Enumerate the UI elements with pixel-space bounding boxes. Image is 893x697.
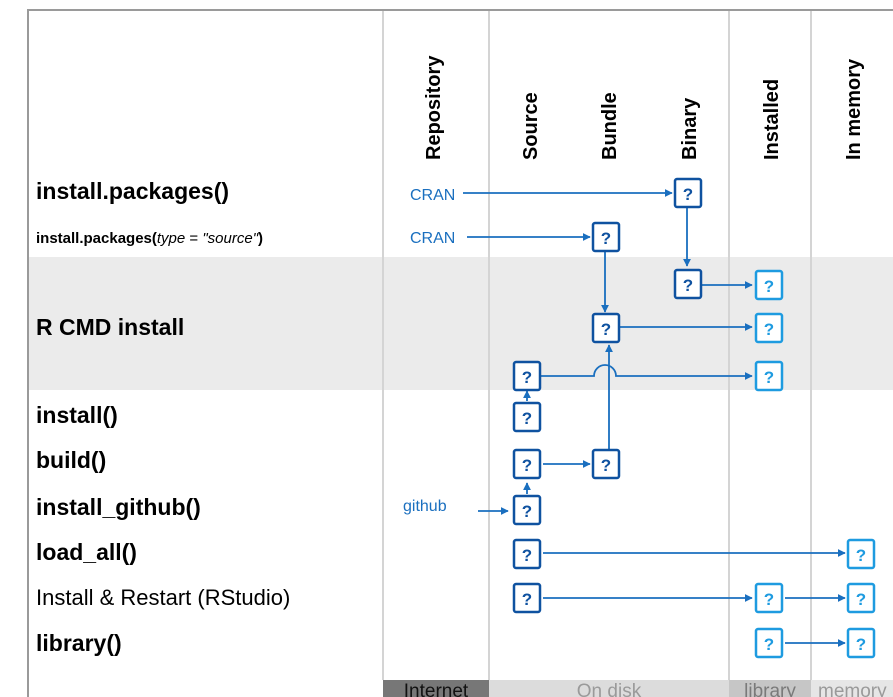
repository-sources: CRAN CRAN github <box>403 187 455 515</box>
svg-text:?: ? <box>856 546 866 565</box>
column-dividers <box>382 11 812 680</box>
svg-text:?: ? <box>683 185 693 204</box>
footer-bar: Internet On disk library memory <box>383 680 893 697</box>
svg-text:?: ? <box>522 368 532 387</box>
column-source: Source <box>520 92 542 160</box>
state-source-6: ? <box>512 582 542 614</box>
svg-text:?: ? <box>522 502 532 521</box>
svg-text:?: ? <box>764 368 774 387</box>
svg-text:?: ? <box>764 320 774 339</box>
svg-text:?: ? <box>764 635 774 654</box>
state-source-1: ? <box>512 360 542 392</box>
state-installed-5: ? <box>754 627 784 659</box>
state-binary-1: ? <box>673 177 703 209</box>
state-installed-2: ? <box>754 312 784 344</box>
column-in-memory: In memory <box>843 58 865 160</box>
state-source-5: ? <box>512 538 542 570</box>
state-memory-1: ? <box>846 538 876 570</box>
svg-text:?: ? <box>856 635 866 654</box>
svg-text:?: ? <box>522 590 532 609</box>
svg-text:?: ? <box>764 277 774 296</box>
diagram-frame <box>27 9 893 697</box>
state-source-2: ? <box>512 401 542 433</box>
state-installed-4: ? <box>754 582 784 614</box>
svg-text:?: ? <box>522 456 532 475</box>
row-install: install() <box>36 402 118 428</box>
state-boxes: ? ? ? ? ? ? ? ? ? ? ? ? ? ? ? ? ? ? ? <box>512 177 876 659</box>
row-build: build() <box>36 447 106 473</box>
state-source-3: ? <box>512 448 542 480</box>
row-install-github: install_github() <box>36 494 201 520</box>
footer-library: library <box>744 681 796 697</box>
state-installed-1: ? <box>754 269 784 301</box>
arrow-source-installed <box>541 364 753 380</box>
row-install-packages-source: install.packages(type = "source") <box>36 230 263 247</box>
footer-on-disk: On disk <box>577 681 642 697</box>
column-bundle: Bundle <box>599 92 621 160</box>
state-binary-2: ? <box>673 268 703 300</box>
row-labels: install.packages() install.packages(type… <box>36 178 290 656</box>
svg-text:?: ? <box>522 409 532 428</box>
github-source: github <box>403 498 447 515</box>
svg-text:?: ? <box>601 456 611 475</box>
svg-text:?: ? <box>856 590 866 609</box>
state-bundle-2: ? <box>591 312 621 344</box>
state-source-4: ? <box>512 494 542 526</box>
column-headers: Repository Source Bundle Binary Installe… <box>423 55 865 160</box>
row-load-all: load_all() <box>36 539 137 565</box>
footer-internet: Internet <box>404 681 469 697</box>
column-installed: Installed <box>761 79 783 160</box>
cran-source-2: CRAN <box>410 230 455 247</box>
row-library: library() <box>36 630 122 656</box>
state-memory-3: ? <box>846 627 876 659</box>
svg-text:?: ? <box>601 229 611 248</box>
column-binary: Binary <box>679 97 701 160</box>
svg-text:?: ? <box>683 276 693 295</box>
row-install-packages: install.packages() <box>36 178 229 204</box>
svg-text:?: ? <box>764 590 774 609</box>
state-installed-3: ? <box>754 360 784 392</box>
footer-memory: memory <box>818 681 887 697</box>
state-memory-2: ? <box>846 582 876 614</box>
svg-text:?: ? <box>522 546 532 565</box>
row-install-restart: Install & Restart (RStudio) <box>36 585 290 610</box>
state-bundle-1: ? <box>591 221 621 253</box>
state-bundle-3: ? <box>591 448 621 480</box>
svg-text:?: ? <box>601 320 611 339</box>
flow-arrows <box>463 189 846 647</box>
cran-source-1: CRAN <box>410 187 455 204</box>
row-r-cmd-install: R CMD install <box>36 314 184 340</box>
column-repository: Repository <box>423 55 445 160</box>
